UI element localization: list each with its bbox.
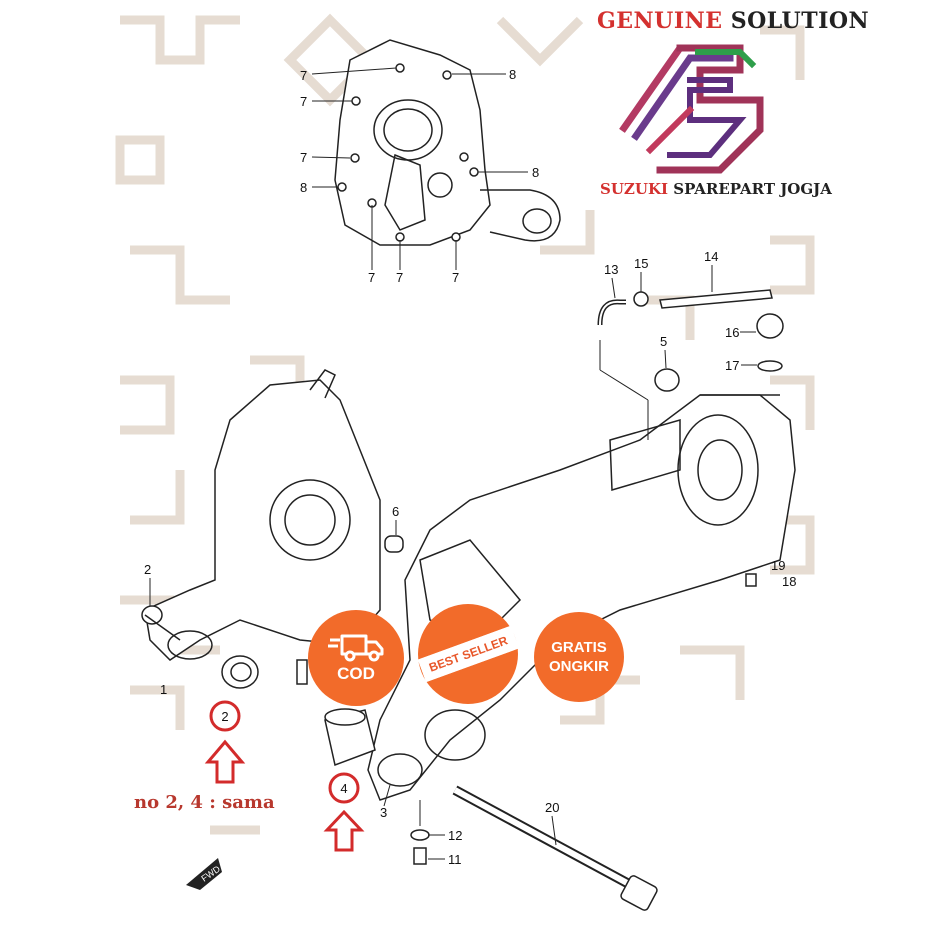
brand-title-part2: SOLUTION: [730, 8, 870, 34]
cod-badge: COD: [308, 610, 404, 706]
label-16: 16: [725, 325, 739, 340]
left-crankcase-drawing: [141, 369, 404, 661]
label-6: 6: [392, 504, 399, 519]
brand-title: GENUINE SOLUTION: [597, 8, 869, 34]
free-shipping-line1: GRATIS: [551, 639, 607, 656]
delivery-truck-icon: [328, 634, 384, 662]
label-7: 7: [300, 150, 307, 165]
label-8: 8: [509, 67, 516, 82]
cod-label: COD: [337, 664, 375, 683]
label-11: 11: [448, 852, 462, 867]
brand-title-part1: GENUINE: [597, 8, 723, 34]
brand-subtitle-part2: SPAREPART JOGJA: [673, 180, 832, 198]
small-parts: [221, 289, 784, 911]
leader-lines: [149, 265, 757, 860]
callout-4-label: 4: [340, 781, 347, 796]
callout-circle-4: 4: [328, 772, 360, 804]
up-arrow-icon: [204, 739, 365, 852]
label-2: 2: [144, 562, 151, 577]
label-8: 8: [532, 165, 539, 180]
top-leader-lines: [311, 67, 528, 270]
crankcase-cover-drawing: [334, 39, 561, 246]
right-crankcase-drawing: [367, 394, 796, 801]
best-seller-badge: BEST SELLER: [417, 604, 519, 704]
label-7: 7: [300, 68, 307, 83]
label-13: 13: [604, 262, 618, 277]
brand-subtitle-part1: SUZUKI: [600, 180, 668, 198]
callout-2-label: 2: [221, 709, 228, 724]
free-shipping-badge: GRATIS ONGKIR: [534, 612, 624, 702]
forward-direction-icon: FWD: [186, 858, 222, 890]
label-5: 5: [660, 334, 667, 349]
brand-subtitle: SUZUKI SPAREPART JOGJA: [600, 180, 832, 198]
label-3: 3: [380, 805, 387, 820]
label-1: 1: [160, 682, 167, 697]
label-18: 18: [782, 574, 796, 589]
label-8: 8: [300, 180, 307, 195]
label-20: 20: [545, 800, 559, 815]
free-shipping-line2: ONGKIR: [549, 658, 609, 675]
label-7: 7: [300, 94, 307, 109]
label-7: 7: [368, 270, 375, 285]
label-17: 17: [725, 358, 739, 373]
label-7: 7: [396, 270, 403, 285]
part-number-labels: 7 7 7 8 8 8 7 7 7 13 15 14 16 5 17 6 2 1…: [144, 67, 796, 867]
label-14: 14: [704, 249, 718, 264]
label-19: 19: [771, 558, 785, 573]
label-15: 15: [634, 256, 648, 271]
callout-circle-2: 2: [209, 700, 241, 732]
best-seller-label: BEST SELLER: [417, 625, 519, 683]
note-text: no 2, 4 : sama: [134, 792, 275, 813]
brand-logo: [619, 44, 764, 174]
label-12: 12: [448, 828, 462, 843]
label-7: 7: [452, 270, 459, 285]
